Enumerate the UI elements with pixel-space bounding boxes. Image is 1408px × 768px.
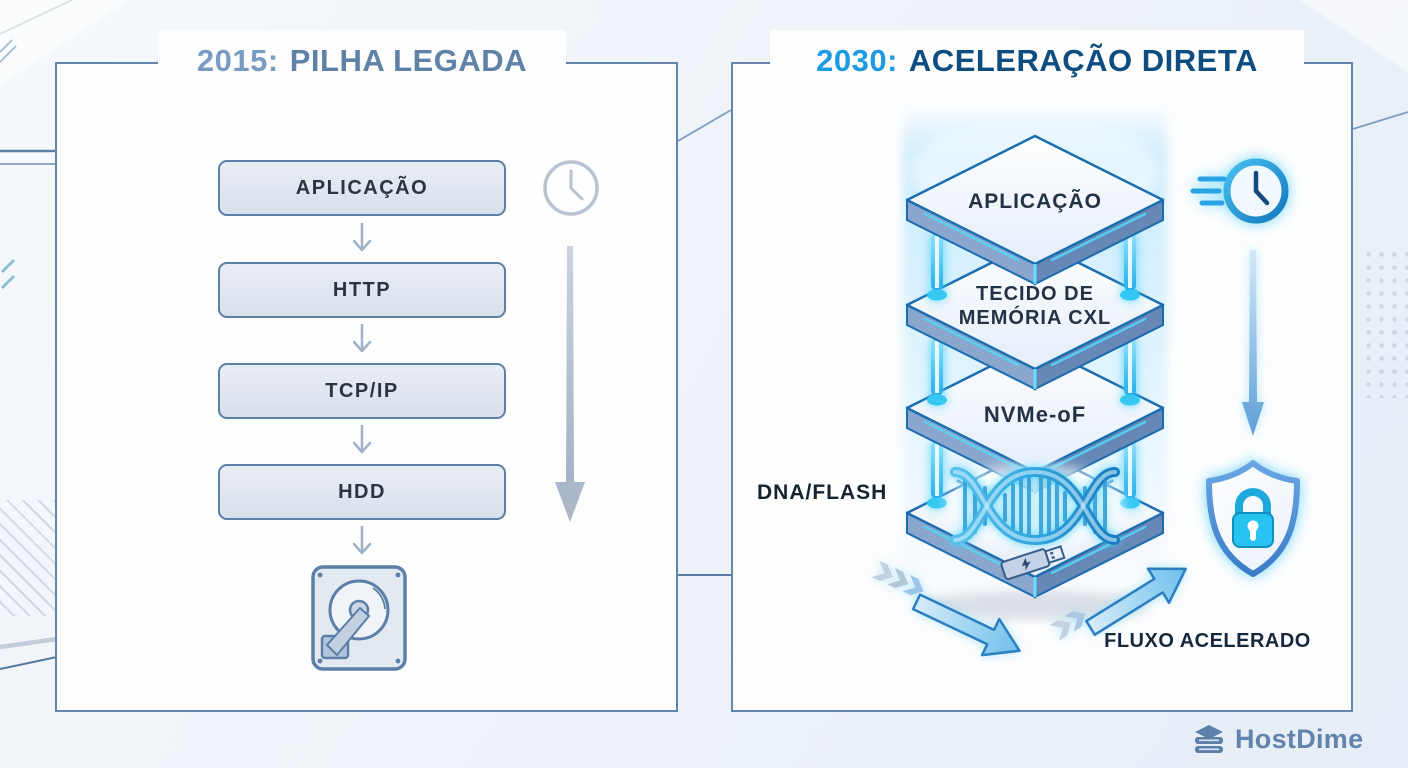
dna-helix-icon [947,464,1123,581]
accelerated-flow-label: FLUXO ACELERADO [1104,630,1311,652]
stack-shadow [920,591,1150,619]
diagonal-hatch-decor [0,500,58,616]
chevron-icon [1049,611,1086,641]
stack-box-tcpip: TCP/IP [218,363,506,419]
glow-pillars [927,441,1140,509]
dot-grid-decor [1362,248,1408,398]
glow-pillars [927,338,1140,406]
right-title-year: 2030: [816,43,898,78]
layer-label-nvme: NVMe-oF [984,402,1086,427]
isometric-stack: NVMe-oF [905,120,1165,619]
shield-lock-icon [1206,460,1300,577]
hostdime-brand-text: HostDime [1235,724,1364,754]
layer-cxl-memory-fabric: TECIDO DE MEMÓRIA CXL [905,239,1165,391]
layer-label-aplicacao: APLICAÇÃO [968,190,1102,213]
down-arrow-icon [352,223,372,252]
layer-label-cxl-line2: MEMÓRIA CXL [959,305,1111,329]
left-panel-title: 2015: PILHA LEGADA [158,30,566,92]
stack-box-aplicacao: APLICAÇÃO [218,160,506,216]
right-title-label: ACELERAÇÃO DIRETA [908,43,1258,78]
flow-arrow-icon [1085,567,1187,636]
hostdime-logo-icon [1195,724,1223,753]
usb-flash-icon [1000,545,1066,581]
dna-flash-label: DNA/FLASH [757,481,888,504]
stack-box-http: HTTP [218,262,506,318]
left-title-year: 2015: [196,43,279,78]
flow-arrow-icon [911,593,1021,657]
left-title-label: PILHA LEGADA [289,43,528,78]
down-arrow-icon [352,324,372,353]
stack-box-hdd: HDD [218,464,506,520]
speed-clock-icon [1190,158,1289,224]
down-arrow-icon [352,526,372,555]
hostdime-brand: HostDime [1192,724,1363,755]
accelerated-flow-arrows [871,560,1187,657]
slow-descent-arrow-icon [555,246,585,522]
chevron-icon [871,560,924,596]
clock-icon [543,160,599,216]
layer-aplicacao: APLICAÇÃO [905,134,1165,286]
right-panel-title: 2030: ACELERAÇÃO DIRETA [770,30,1304,92]
hdd-icon [311,565,407,671]
fast-descent-arrow-icon [1242,250,1264,436]
glow-pillars [927,233,1140,301]
layer-label-cxl-line1: TECIDO DE [976,283,1094,305]
down-arrow-icon [352,425,372,454]
